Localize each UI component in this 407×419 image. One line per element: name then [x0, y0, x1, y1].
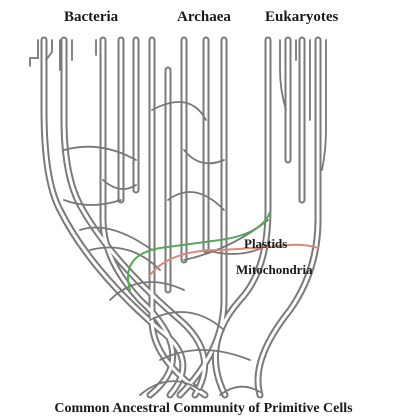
trunks	[44, 40, 318, 395]
eukaryotes-label: Eukaryotes	[265, 9, 338, 26]
root-label: Common Ancestral Community of Primitive …	[0, 401, 407, 417]
mitochondria-label: Mitochondria	[236, 262, 313, 278]
twigs	[30, 40, 326, 395]
plastids-label: Plastids	[244, 236, 287, 252]
archaea-label: Archaea	[177, 9, 231, 26]
bacteria-label: Bacteria	[64, 9, 118, 26]
